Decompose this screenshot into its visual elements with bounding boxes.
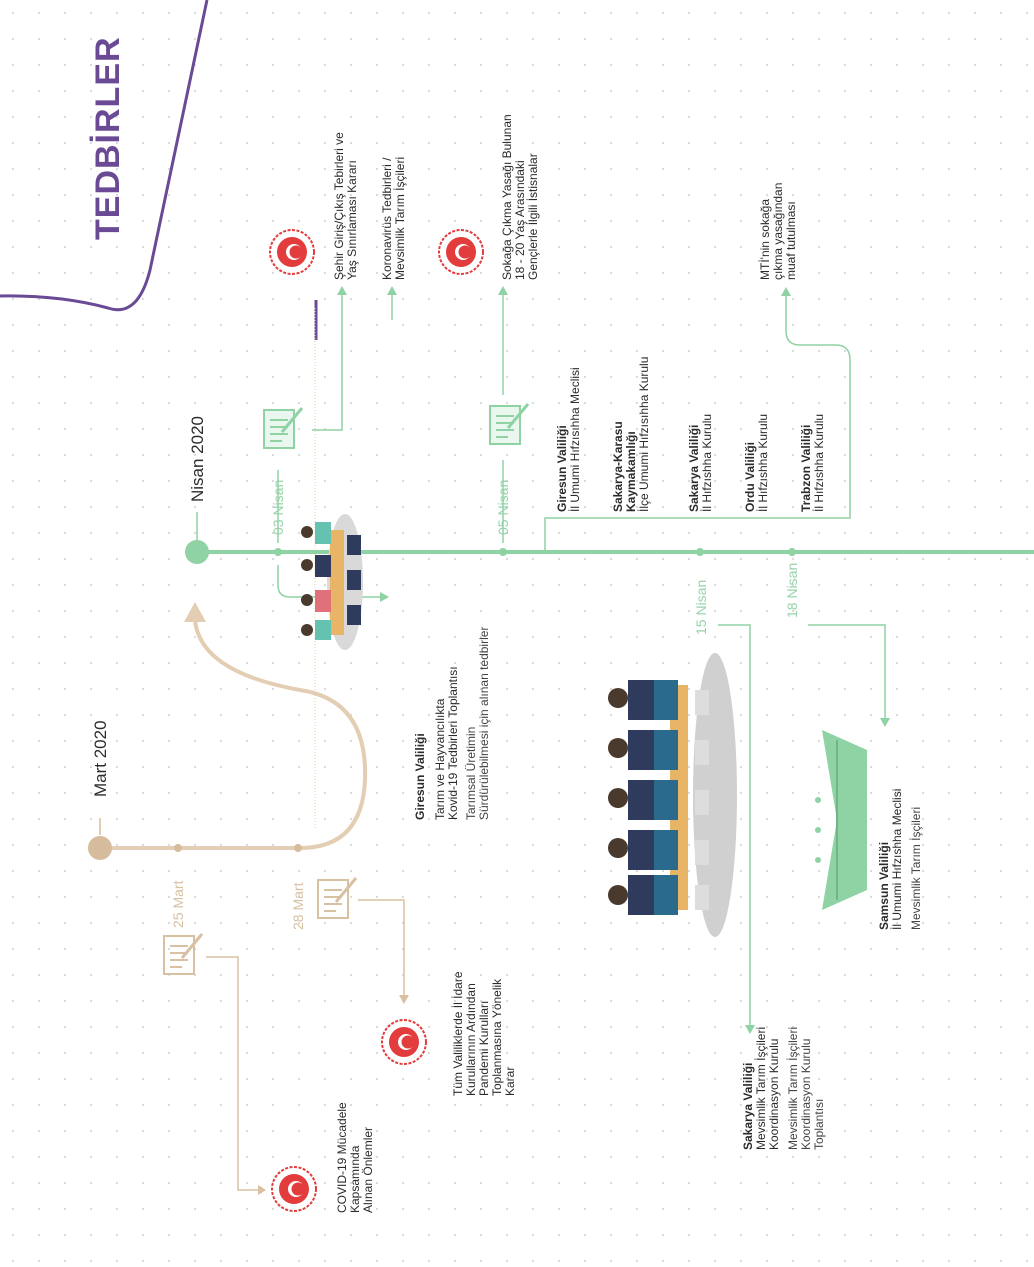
turkish-seal-icon — [269, 229, 315, 275]
turkish-seal-icon — [381, 1019, 427, 1065]
mart-arrow — [184, 602, 206, 622]
date-25-mart: 25 Mart — [170, 880, 186, 928]
council-giresun: Giresun Valiliği İl Umumi Hıfzısıhha Mec… — [555, 367, 582, 512]
council-sakarya: Sakarya Valiliği İl Hıfzıshha Kurulu — [687, 413, 714, 512]
event-curfew-exception: Sokağa Çıkma Yasağı Bulunan 18 - 20 Yaş … — [500, 114, 540, 280]
header-curve — [0, 0, 209, 312]
event-sakarya-coordination: Sakarya Valiliği Mevsimlik Tarım İşçiler… — [741, 1026, 826, 1150]
month-mart: Mart 2020 — [91, 720, 110, 797]
council-trabzon: Trabzon Valiliği İl Hıfzıshha Kurulu — [799, 413, 826, 512]
date-03-nisan: 03 Nisan — [270, 479, 286, 535]
date-15-nisan: 15 Nisan — [693, 579, 709, 635]
turkish-seal-icon — [271, 1166, 317, 1212]
tent-camp-illustration — [815, 730, 867, 910]
document-pen-icon — [263, 407, 304, 449]
event-samsun: Samsun Valiliği İl Umumi Hıfzıshha Mecli… — [877, 788, 923, 930]
document-pen-icon — [163, 933, 204, 975]
event-all-governorships: Tüm Valiliklerde İl İdare Kurullarının A… — [451, 971, 517, 1097]
council-ordu: Ordu Valiliği İl Hıfzıshha Kurulu — [743, 413, 770, 512]
date-05-nisan: 05 Nisan — [495, 479, 511, 535]
meeting-illustration — [301, 514, 363, 650]
mart-curve — [193, 619, 368, 850]
nisan-node — [185, 540, 209, 564]
date-18-nisan: 18 Nisan — [784, 562, 800, 618]
event-seasonal-measures: Koronavirüs Tedbirleri / Mevsimlik Tarım… — [380, 156, 407, 280]
turkish-seal-icon — [438, 229, 484, 275]
event-covid-measures: COVID-19 Mücadele Kapsamında Alınan Önle… — [335, 1102, 375, 1213]
month-nisan: Nisan 2020 — [188, 415, 207, 502]
date-28-mart: 28 Mart — [290, 882, 306, 930]
page-title: TEDBİRLER — [89, 36, 127, 240]
meeting-illustration — [608, 653, 737, 937]
event-city-entry: Şehir Giriş/Çıkış Tebirleri ve Yaş Sınır… — [332, 132, 359, 280]
event-giresun-meeting: Giresun Valiliği Tarım ve Hayvancılıkta … — [413, 626, 491, 820]
mart-node — [88, 836, 112, 860]
event-mti-exempt: MTİ'nin sokağa çıkma yasağından muaf tut… — [758, 182, 798, 280]
document-pen-icon — [317, 877, 358, 919]
document-pen-icon — [489, 403, 530, 445]
council-sakarya-karasu: Sakarya-Karasu Kaymakamlığı İlçe Umumi H… — [611, 356, 651, 512]
